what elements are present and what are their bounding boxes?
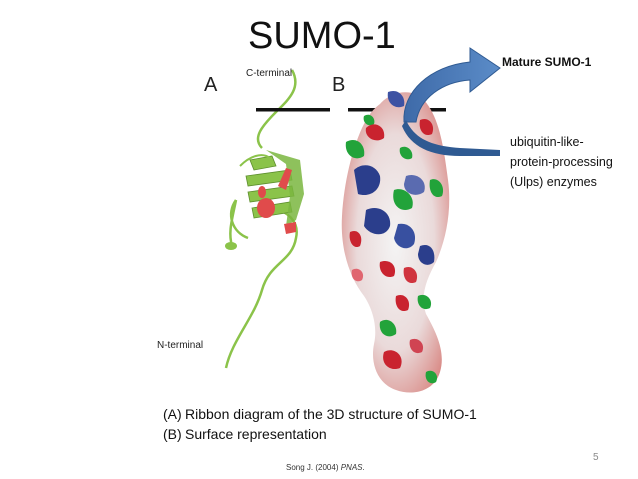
slide-title: SUMO-1	[248, 15, 396, 57]
caption-marker: (B)	[163, 426, 182, 442]
n-terminal-label: N-terminal	[157, 340, 204, 351]
citation-prefix: Song J. (2004)	[286, 463, 341, 472]
lower-arrow	[402, 120, 500, 156]
citation: Song J. (2004) PNAS.	[286, 463, 365, 472]
curved-arrow	[403, 47, 501, 123]
c-terminal-label: C-terminal	[246, 68, 293, 79]
enzymes-line: ubiquitin-like-	[510, 135, 584, 149]
enzymes-label: ubiquitin-like- protein-processing (Ulps…	[510, 132, 636, 192]
caption-text: Ribbon diagram of the 3D structure of SU…	[185, 406, 477, 422]
caption-text: Surface representation	[185, 426, 327, 442]
mature-sumo-label: Mature SUMO-1	[502, 55, 592, 69]
citation-journal: PNAS	[340, 463, 363, 472]
caption-item: (B) Surface representation	[163, 424, 477, 444]
bar-a	[256, 108, 330, 112]
surface-representation	[341, 90, 450, 393]
caption-list: (A) Ribbon diagram of the 3D structure o…	[163, 404, 477, 444]
enzymes-line: (Ulps) enzymes	[510, 175, 597, 189]
page-number: 5	[593, 452, 599, 463]
citation-suffix: .	[362, 463, 365, 472]
panel-b-letter: B	[332, 74, 346, 96]
ribbon-diagram	[224, 69, 304, 369]
caption-item: (A) Ribbon diagram of the 3D structure o…	[163, 404, 477, 424]
enzymes-line: protein-processing	[510, 155, 613, 169]
caption-marker: (A)	[163, 406, 182, 422]
panel-a-letter: A	[204, 74, 218, 96]
